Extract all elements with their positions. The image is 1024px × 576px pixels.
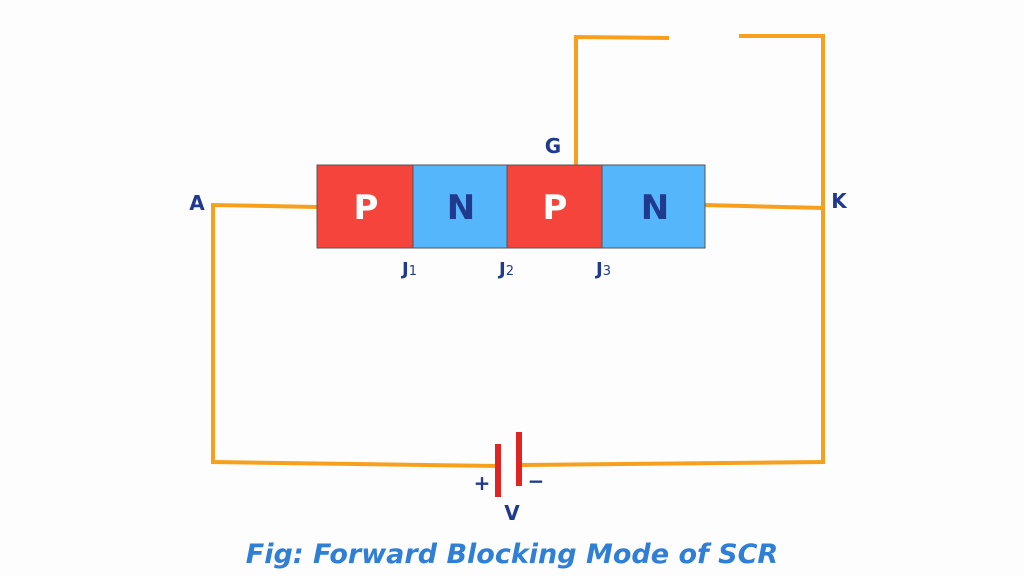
return-wire (519, 34, 825, 468)
region-p1 (316, 164, 414, 249)
scr-block: P N P N (316, 164, 706, 249)
gate-label: G (545, 134, 561, 158)
anode-label: A (189, 191, 205, 215)
region-n2-label: N (641, 188, 669, 228)
battery-negative-plate (516, 432, 522, 486)
battery-positive-plate (495, 444, 501, 497)
region-n1-label: N (447, 188, 475, 228)
battery-voltage-label: V (504, 501, 520, 525)
anode-wire (211, 202, 500, 469)
circuit-wires (211, 34, 826, 469)
region-p2-label: P (543, 188, 568, 228)
region-p2 (506, 164, 603, 249)
region-n2 (601, 164, 706, 249)
cathode-wire (702, 202, 826, 211)
junction-j2: J2 (497, 259, 514, 280)
gate-wire (574, 34, 670, 167)
cathode-label: K (831, 189, 848, 213)
battery-minus: − (528, 469, 545, 493)
region-n1 (412, 164, 508, 249)
figure-caption: Fig: Forward Blocking Mode of SCR (246, 539, 778, 570)
junction-j1: J1 (400, 259, 417, 280)
battery-plus: + (474, 471, 491, 495)
junction-j3: J3 (594, 259, 611, 280)
region-p1-label: P (354, 188, 379, 228)
battery: + − V (474, 432, 545, 525)
